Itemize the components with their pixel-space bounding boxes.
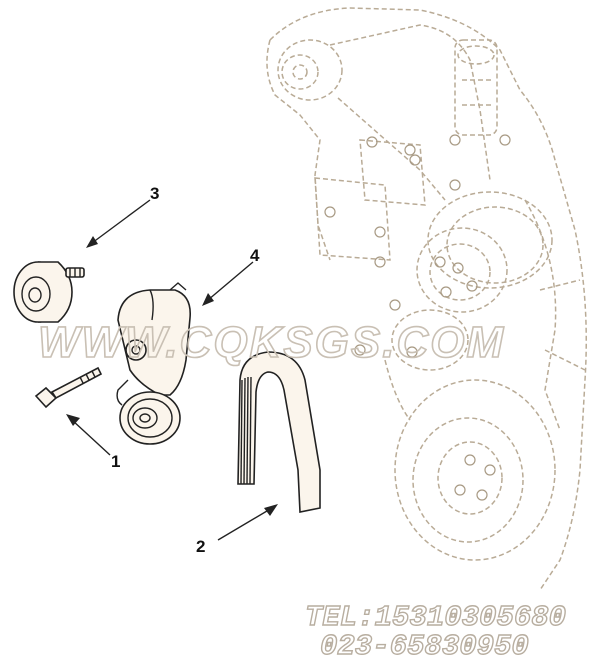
part-4-belt-tensioner [116, 282, 192, 445]
watermark-site: WWW.CQKSGS.COM [38, 318, 505, 367]
callout-arrows [66, 199, 278, 541]
part-2-poly-v-belt [237, 351, 321, 513]
callout-label-4: 4 [250, 246, 260, 265]
engine-front-outline [266, 7, 587, 591]
callout-label-1: 1 [111, 452, 120, 471]
watermark-phone: 023-65830950 [320, 630, 529, 663]
part-3-idler-pulley [13, 261, 85, 323]
watermark-tel: TEL:15310305680 [305, 601, 566, 634]
part-1-bolt [34, 366, 103, 409]
callout-label-3: 3 [150, 184, 159, 203]
callout-label-2: 2 [196, 537, 205, 556]
